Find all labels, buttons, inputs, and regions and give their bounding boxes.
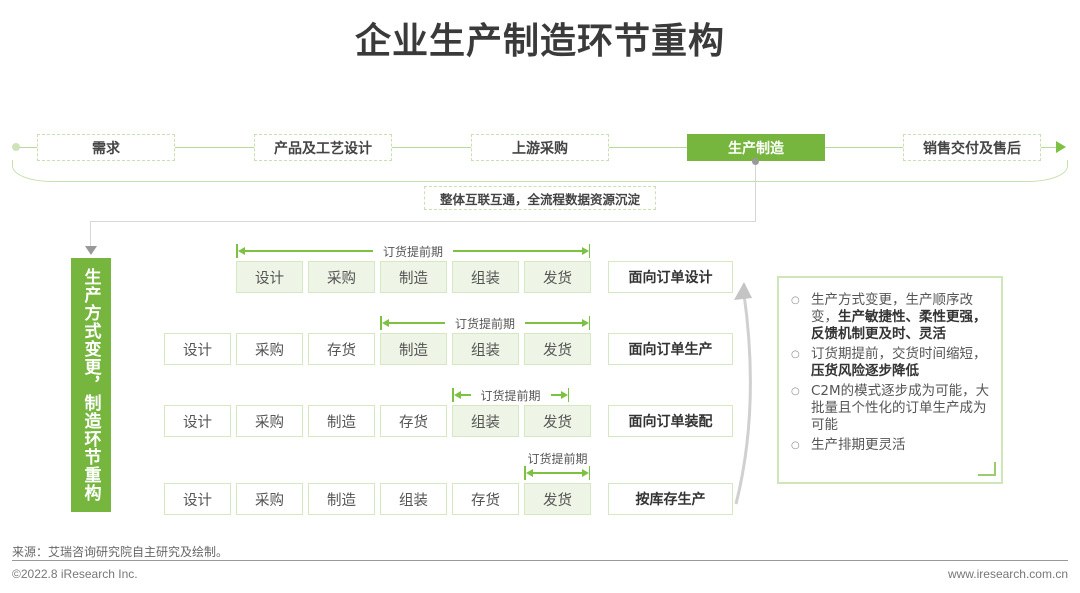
stage-cell: 设计 [164,483,231,515]
lead-time-indicator [524,466,590,480]
stage-cell: 制造 [308,483,375,515]
row-ato-cells: 设计 采购 制造 存货 组装 发货 [164,405,591,437]
notes-panel: ○生产方式变更，生产顺序改变，生产敏捷性、柔性更强，反馈机制更及时、灵活 ○订货… [777,276,1003,484]
row-mto-cells: 设计 采购 存货 制造 组装 发货 [164,333,591,365]
lead-time-label: 订货提前期 [480,388,541,403]
side-label: 生产方式变更，制造环节重构 [71,258,111,512]
stage-cell: 组装 [452,333,519,365]
page-title: 企业生产制造环节重构 [354,21,725,62]
arrow-down-icon [85,246,97,255]
lead-time-indicator: 订货提前期 [380,316,591,331]
stage-cell: 组装 [380,483,447,515]
stage-cell: 采购 [236,333,303,365]
row-eto-cells: 设计 采购 制造 组装 发货 [236,261,591,293]
stage-cell: 发货 [524,483,591,515]
process-step-procurement: 上游采购 [471,134,609,161]
process-brace [12,160,1068,182]
connector-line [90,221,91,247]
stage-cell: 发货 [524,405,591,437]
mode-engineer-to-order: 面向订单设计 [608,261,733,293]
process-step-delivery: 销售交付及售后 [903,134,1041,161]
stage-cell: 采购 [236,483,303,515]
note-item: ○生产排期更灵活 [791,437,906,453]
stage-cell: 制造 [308,405,375,437]
connector-line [90,221,756,222]
process-arrow-icon [1056,141,1066,153]
stage-cell: 发货 [524,261,591,293]
copyright: ©2022.8 iResearch Inc. [12,567,138,581]
stage-cell: 制造 [380,333,447,365]
stage-cell: 设计 [164,333,231,365]
curved-arrow-up-icon [734,282,752,505]
process-step-manufacturing: 生产制造 [687,134,825,161]
stage-cell: 采购 [236,405,303,437]
row-mts-cells: 设计 采购 制造 组装 存货 发货 [164,483,591,515]
side-label-text: 生产方式变更，制造环节重构 [80,268,101,502]
lead-time-indicator: 订货提前期 [452,388,590,403]
process-step-design: 产品及工艺设计 [254,134,392,161]
connector-dot [752,158,759,165]
note-item: ○生产方式变更，生产顺序改变，生产敏捷性、柔性更强，反馈机制更及时、灵活 [791,292,987,342]
stage-cell: 发货 [524,333,591,365]
mode-assemble-to-order: 面向订单装配 [608,405,733,437]
lead-time-label: 订货提前期 [383,244,444,259]
lead-time-indicator: 订货提前期 [236,244,591,259]
website-link: www.iresearch.com.cn [947,567,1068,581]
stage-cell: 设计 [164,405,231,437]
stage-cell: 组装 [452,405,519,437]
lead-time-label: 订货提前期 [527,452,588,466]
connector-line [755,161,756,221]
mode-make-to-stock: 按库存生产 [608,483,733,515]
process-step-demand: 需求 [37,134,175,161]
integration-label: 整体互联互通，全流程数据资源沉淀 [424,186,656,210]
stage-cell: 设计 [236,261,303,293]
note-item: ○C2M的模式逐步成为可能，大批量且个性化的订单生产成为可能 [791,383,990,433]
mode-make-to-order: 面向订单生产 [608,333,733,365]
lead-time-label: 订货提前期 [455,316,516,331]
stage-cell: 采购 [308,261,375,293]
stage-cell: 存货 [452,483,519,515]
note-item: ○订货期提前，交货时间缩短，压货风险逐步降低 [791,346,987,379]
stage-cell: 制造 [380,261,447,293]
stage-cell: 存货 [308,333,375,365]
stage-cell: 组装 [452,261,519,293]
source-note: 来源：艾瑞咨询研究院自主研究及绘制。 [12,545,229,559]
stage-cell: 存货 [380,405,447,437]
process-start-dot [12,143,20,151]
corner-decoration [978,462,996,476]
footer-divider [12,560,1068,561]
